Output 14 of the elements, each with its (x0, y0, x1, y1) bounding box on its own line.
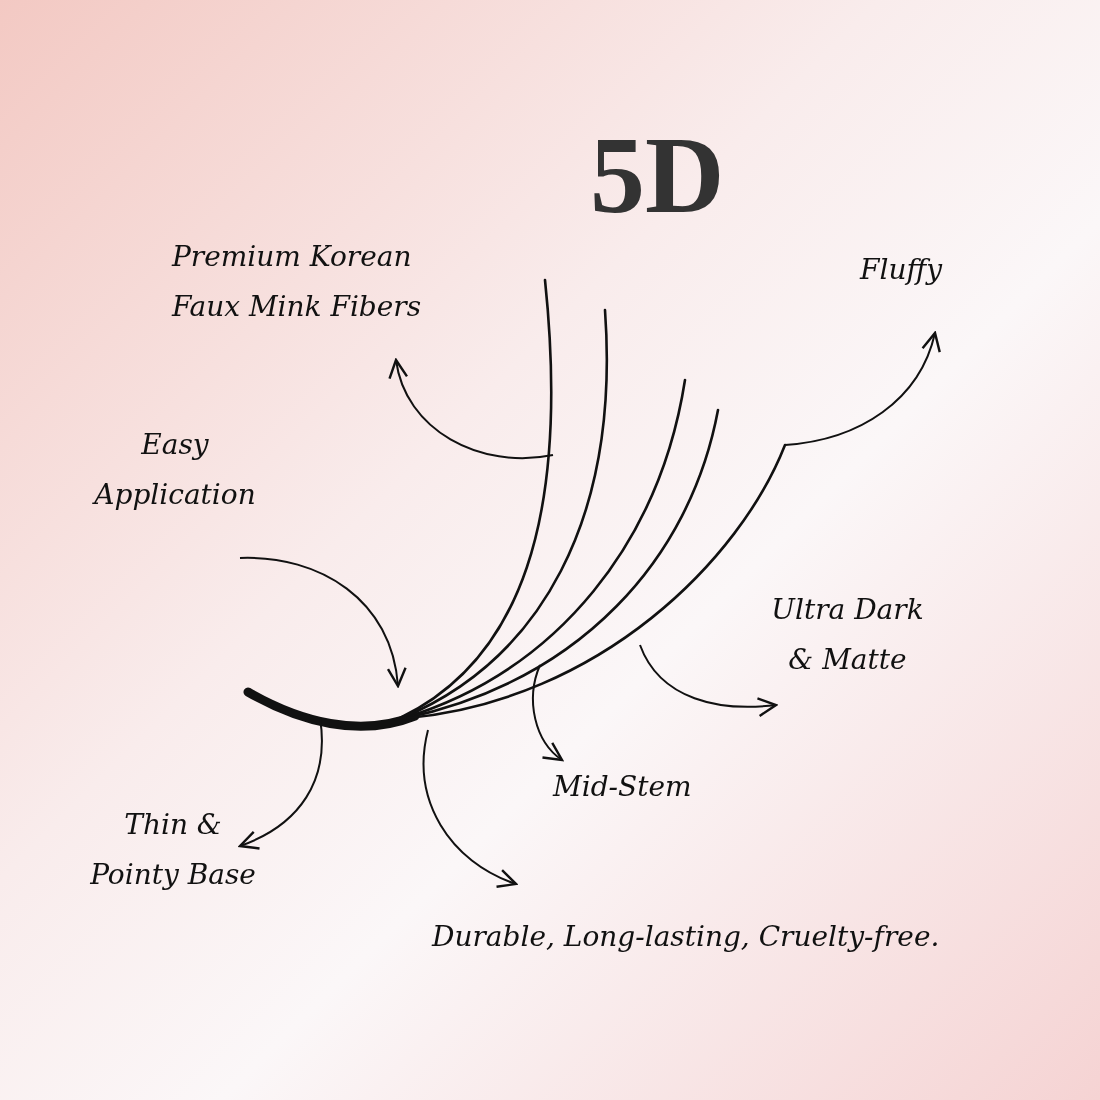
callout-text: Premium Korean Faux Mink Fibers (172, 232, 442, 333)
callout-text: Ultra Dark & Matte (755, 585, 940, 686)
arrow (784, 331, 940, 446)
arrow (239, 557, 406, 688)
callout-text: Fluffy (860, 245, 960, 296)
title: 5D (590, 120, 725, 230)
callout-text: Durable, Long-lasting, Cruelty-free. (432, 912, 972, 963)
arrow (639, 644, 778, 717)
callout-text: Easy Application (85, 420, 265, 521)
arrow (532, 664, 564, 762)
arrow (389, 358, 554, 460)
callout-text: Mid-Stem (553, 762, 703, 813)
callout-text: Thin & Pointy Base (78, 800, 268, 901)
arrow (422, 729, 518, 887)
